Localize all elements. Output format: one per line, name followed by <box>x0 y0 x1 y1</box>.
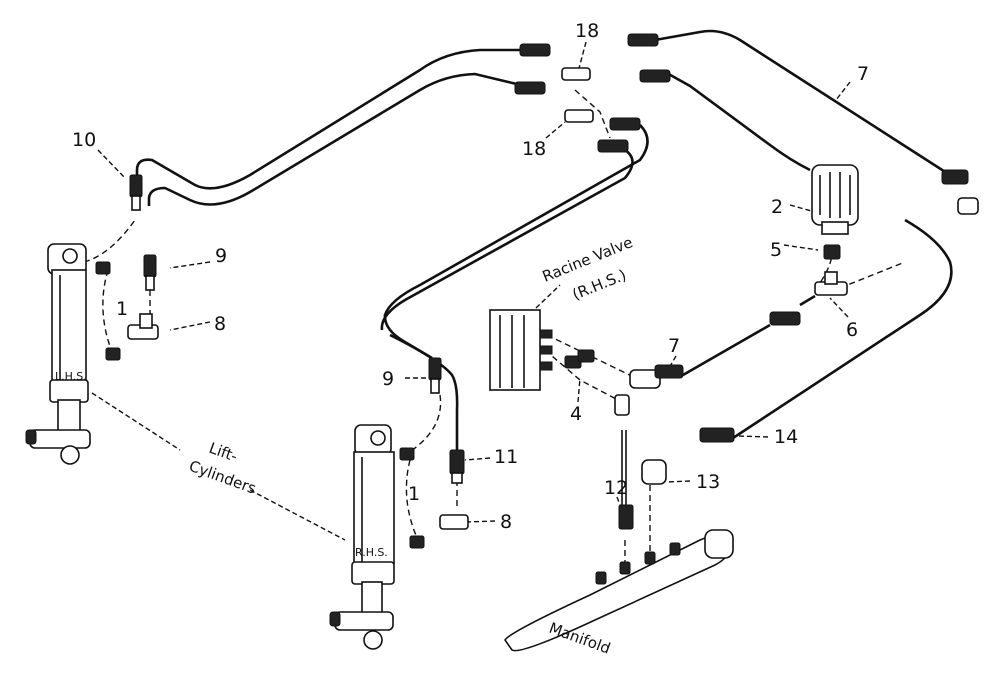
lhs-cylinder-label: L.H.S. <box>55 370 87 383</box>
callout-18-bottom: 18 <box>522 138 546 160</box>
callout-5: 5 <box>770 239 782 261</box>
callout-1-right: 1 <box>408 483 420 505</box>
callout-7-top: 7 <box>857 63 869 85</box>
hose-lines <box>135 29 953 505</box>
fittings <box>95 33 979 549</box>
cylinders-label: Cylinders <box>187 457 259 498</box>
callout-13: 13 <box>696 471 720 493</box>
callout-10: 10 <box>72 129 96 151</box>
callout-9-mid: 9 <box>382 368 394 390</box>
callout-4: 4 <box>570 403 582 425</box>
manifold <box>504 529 734 652</box>
lhs-lift-cylinder <box>25 243 91 465</box>
callout-11: 11 <box>494 446 518 468</box>
callout-7-mid: 7 <box>668 335 680 357</box>
callout-8-left: 8 <box>214 313 226 335</box>
callout-14: 14 <box>774 426 798 448</box>
rhs-lift-cylinder <box>329 424 395 650</box>
callout-2: 2 <box>771 196 783 218</box>
rhs-cylinder-label: R.H.S. <box>355 546 388 559</box>
callout-1-left: 1 <box>116 298 128 320</box>
racine-valve <box>489 309 553 391</box>
callout-12: 12 <box>604 477 628 499</box>
callout-18-top: 18 <box>575 20 599 42</box>
callout-8-right: 8 <box>500 511 512 533</box>
callout-numbers: 10 9 1 8 9 11 1 8 18 18 7 2 5 6 7 4 12 1… <box>72 20 869 533</box>
lift-label: Lift- <box>207 439 240 466</box>
callout-9-left: 9 <box>215 245 227 267</box>
callout-6: 6 <box>846 319 858 341</box>
